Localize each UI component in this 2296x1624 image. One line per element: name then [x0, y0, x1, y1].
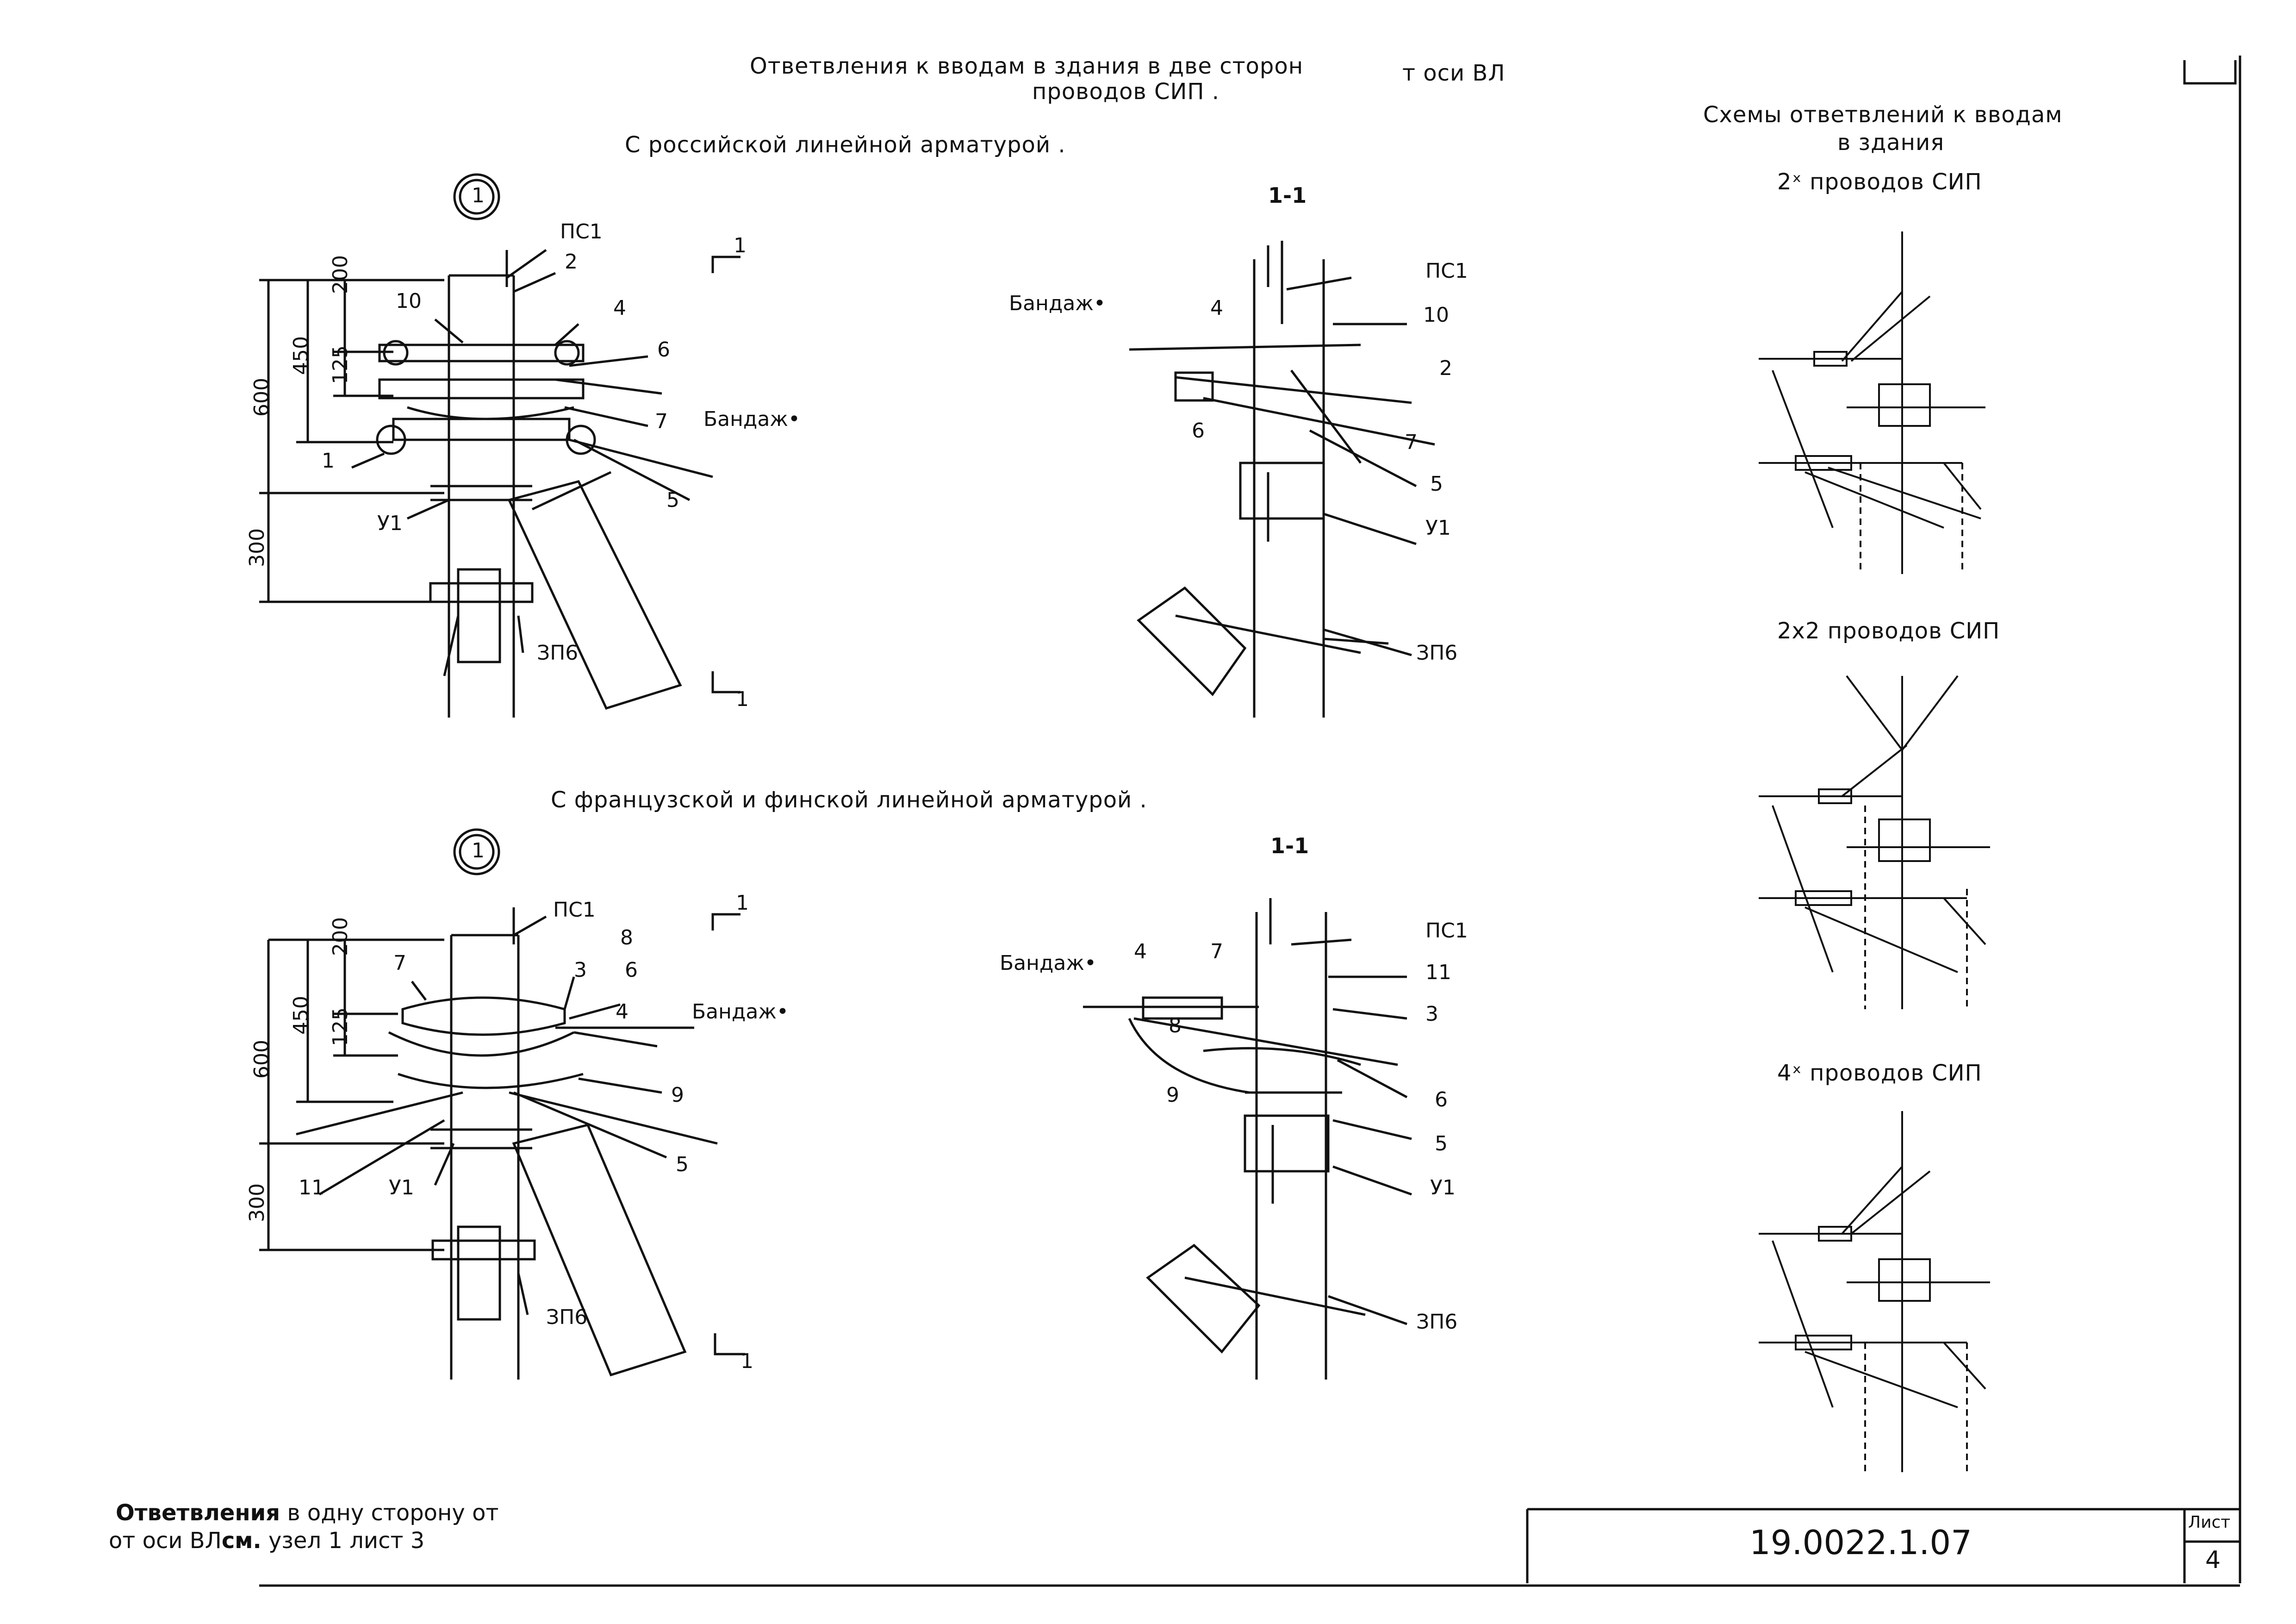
bottom-subtitle: С французской и финской линейной арматур…	[551, 787, 1147, 813]
footer-note-line2: от оси ВЛсм. узел 1 лист 3	[109, 1528, 424, 1554]
sheet-number: 4	[2205, 1546, 2221, 1574]
top-cut-mark-lower: 1	[736, 687, 749, 711]
scheme-2x2-wires	[1759, 675, 1990, 1009]
bottom-label-u1: У1	[389, 1176, 414, 1199]
top-dim-200: 200	[329, 255, 352, 294]
bottom-right-label-11: 11	[1425, 961, 1451, 984]
bottom-label-5: 5	[676, 1153, 689, 1176]
bottom-right-label-8: 8	[1169, 1014, 1182, 1037]
pole-view-bottom	[259, 828, 745, 1380]
bottom-label-9: 9	[671, 1083, 684, 1107]
top-section-label: 1-1	[1268, 183, 1307, 208]
top-right-label-4: 4	[1210, 296, 1223, 320]
top-label-1: 1	[322, 449, 335, 473]
scheme-2x2-title: 2х2 проводов СИП	[1777, 618, 2000, 644]
bottom-right-label-u1: У1	[1430, 1176, 1456, 1199]
bottom-right-label-ps1: ПС1	[1425, 919, 1468, 943]
top-right-label-zp6: ЗП6	[1416, 641, 1458, 665]
schemes-title-line2: в здания	[1837, 130, 1945, 156]
sheet-label: Лист	[2188, 1513, 2231, 1532]
top-right-label-ps1: ПС1	[1425, 259, 1468, 283]
top-label-zp6: ЗП6	[537, 641, 579, 665]
top-cut-mark-upper: 1	[734, 234, 747, 257]
top-right-label-7: 7	[1405, 431, 1418, 454]
top-label-ps1: ПС1	[560, 220, 603, 244]
scheme-4-title: 4ˣ проводов СИП	[1777, 1060, 1982, 1086]
bottom-cut-mark-upper: 1	[736, 891, 749, 915]
top-label-4: 4	[613, 296, 626, 320]
top-right-label-5: 5	[1430, 472, 1443, 496]
top-dim-450: 450	[289, 336, 313, 375]
bottom-label-bandage: Бандаж•	[692, 1000, 789, 1024]
footer-note-part-a: от оси ВЛ	[109, 1528, 222, 1554]
bottom-dim-125: 125	[329, 1007, 352, 1046]
bottom-label-8: 8	[620, 926, 633, 949]
bottom-right-label-5: 5	[1435, 1132, 1448, 1156]
bottom-section-label: 1-1	[1270, 833, 1309, 858]
footer-note-part-c: узел 1 лист 3	[268, 1528, 425, 1554]
bottom-right-label-6: 6	[1435, 1088, 1448, 1112]
bottom-dim-300: 300	[245, 1183, 269, 1222]
bottom-right-label-9: 9	[1166, 1083, 1179, 1107]
sheet-frame	[259, 56, 2241, 1587]
bottom-label-7: 7	[393, 951, 406, 975]
doc-number: 19.0022.1.07	[1749, 1523, 1972, 1562]
scheme-2-title: 2ˣ проводов СИП	[1777, 169, 1982, 195]
top-dim-600: 600	[250, 378, 274, 417]
schemes-title-line1: Схемы ответвлений к вводам	[1703, 102, 2063, 128]
bottom-label-zp6: ЗП6	[546, 1305, 588, 1329]
footer-note-rest: в одну сторону от	[280, 1500, 499, 1526]
bottom-dim-200: 200	[329, 917, 352, 956]
scheme-2-wires	[1759, 231, 1985, 574]
bottom-label-11: 11	[299, 1176, 324, 1199]
header-title-tail: т оси ВЛ	[1402, 60, 1506, 86]
top-right-label-bandage: Бандаж•	[1009, 292, 1106, 315]
footer-note-part-b: см.	[221, 1528, 261, 1554]
top-right-label-2: 2	[1439, 356, 1452, 380]
bottom-label-ps1: ПС1	[553, 898, 596, 922]
bottom-right-label-bandage: Бандаж•	[1000, 951, 1096, 975]
top-right-label-10: 10	[1423, 303, 1449, 327]
bottom-label-3: 3	[574, 958, 587, 982]
top-dim-125: 125	[329, 345, 352, 384]
top-label-2: 2	[565, 250, 578, 274]
section-view-top	[1129, 241, 1435, 718]
bottom-right-label-7: 7	[1210, 940, 1223, 963]
bottom-label-4: 4	[616, 1000, 628, 1024]
top-node-marker: 1	[472, 184, 485, 207]
top-right-label-6: 6	[1192, 419, 1205, 443]
top-dim-300: 300	[245, 528, 269, 567]
bottom-dim-600: 600	[250, 1040, 274, 1079]
top-label-bandage: Бандаж•	[703, 407, 800, 431]
top-label-6: 6	[657, 338, 670, 362]
bottom-right-label-4: 4	[1134, 940, 1147, 963]
bottom-node-marker: 1	[472, 839, 485, 862]
pole-view-top	[259, 173, 740, 718]
header-title-line2: проводов СИП .	[1032, 79, 1220, 105]
top-label-5: 5	[666, 488, 679, 512]
top-subtitle: С российской линейной арматурой .	[625, 132, 1066, 158]
top-right-label-u1: У1	[1425, 516, 1451, 540]
bottom-cut-mark-lower: 1	[740, 1349, 753, 1373]
bottom-label-6: 6	[625, 958, 638, 982]
section-view-bottom	[1083, 898, 1412, 1380]
top-label-7: 7	[655, 410, 668, 433]
top-label-u1: У1	[377, 512, 403, 535]
footer-note-line1: Ответвления в одну сторону от	[116, 1500, 498, 1526]
bottom-right-label-zp6: ЗП6	[1416, 1310, 1458, 1334]
footer-note-bold: Ответвления	[116, 1500, 280, 1526]
bottom-dim-450: 450	[289, 996, 313, 1035]
header-title-line1: Ответвления к вводам в здания в две стор…	[750, 53, 1304, 79]
top-label-10: 10	[396, 289, 422, 313]
bottom-right-label-3: 3	[1425, 1002, 1438, 1026]
scheme-4-wires	[1759, 1111, 1990, 1472]
